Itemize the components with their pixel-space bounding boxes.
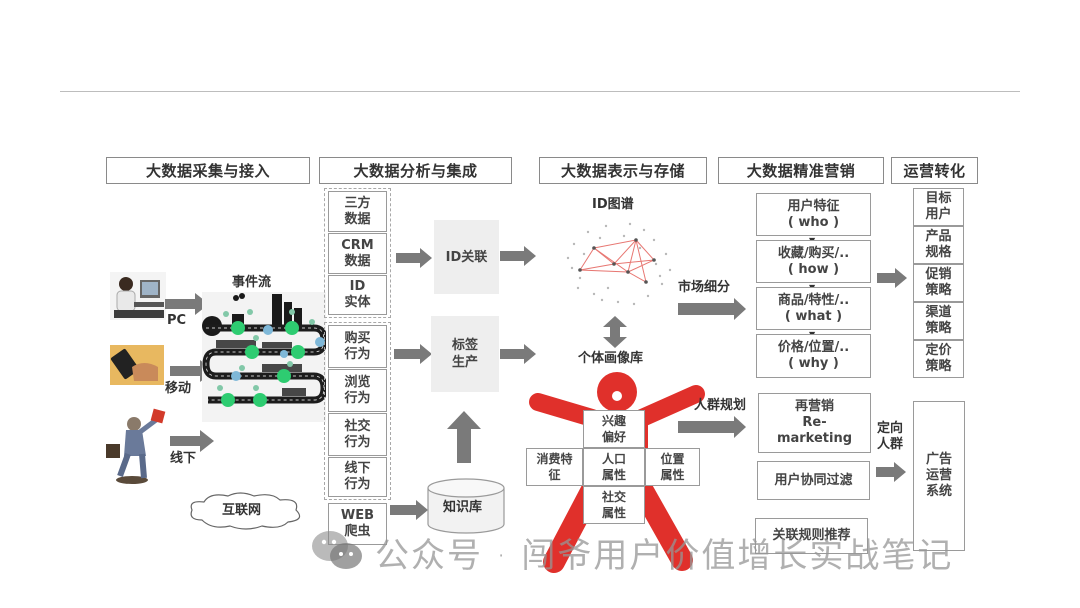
source-pc-label: PC [167, 313, 187, 328]
profile-cell-interest: 兴趣 偏好 [583, 410, 645, 448]
source-purchase: 购买 行为 [328, 325, 387, 368]
source-social: 社交 行为 [328, 413, 387, 456]
source-third-party: 三方 数据 [328, 191, 387, 232]
id-graph-network [558, 218, 678, 310]
arrow-to-id-link [396, 248, 432, 268]
segment-who: 用户特征 ( who ) [756, 193, 871, 236]
tag-production-box: 标签 生产 [431, 316, 499, 392]
header-collection: 大数据采集与接入 [106, 157, 310, 184]
segment-what: 商品/特性/.. ( what ) [756, 287, 871, 330]
profile-cell-location: 位置 属性 [645, 448, 700, 486]
internet-label: 互联网 [222, 503, 262, 518]
person-at-pc-icon [110, 272, 166, 320]
header-storage: 大数据表示与存储 [539, 157, 707, 184]
segment-why: 价格/位置/.. ( why ) [756, 334, 871, 378]
arrow-crowd-planning [678, 416, 746, 438]
arrow-knowledge-to-tag [447, 411, 481, 463]
source-offline-label: 线下 [170, 451, 197, 466]
event-stream-graphic [202, 292, 328, 422]
source-mobile-label: 移动 [165, 381, 192, 396]
id-source-group [324, 188, 391, 318]
event-stream-label: 事件流 [232, 275, 272, 290]
segment-how: 收藏/购买/.. ( how ) [756, 240, 871, 283]
targeting-label: 定向 人群 [877, 421, 904, 452]
remarketing-box: 再营销 Re- marketing [758, 393, 871, 453]
ad-system-box: 广告 运营 系统 [913, 401, 965, 551]
source-web-crawler: WEB 爬虫 [328, 503, 387, 545]
source-browse: 浏览 行为 [328, 369, 387, 412]
id-link-box: ID关联 [434, 220, 499, 294]
arrow-crawler-to-knowledge [390, 500, 428, 520]
profile-cell-consumption: 消费特 征 [526, 448, 583, 486]
arrow-offline-to-stream [170, 430, 214, 452]
wechat-icon [310, 528, 370, 572]
watermark-text: 公众号 · 闯爷用户价值增长实战笔记 [375, 536, 954, 576]
strategy-target-users: 目标 用户 [913, 188, 964, 226]
arrow-market-segment [678, 298, 746, 320]
knowledge-base-label: 知识库 [443, 500, 483, 515]
internet-cloud: 互联网 [184, 490, 308, 532]
assoc-rules-box: 关联规则推荐 [755, 518, 868, 554]
profile-db-label: 个体画像库 [578, 351, 644, 366]
mobile-phone-icon [110, 345, 164, 385]
collab-filter-box: 用户协同过滤 [757, 461, 870, 500]
bidirectional-arrow [603, 316, 627, 348]
market-segment-label: 市场细分 [678, 280, 731, 295]
arrow-id-link-to-graph [500, 246, 536, 266]
arrow-to-tag-production [394, 344, 432, 364]
strategy-promotion: 促销 策略 [913, 264, 964, 302]
arrow-tag-to-profile [500, 344, 536, 364]
header-marketing: 大数据精准营销 [718, 157, 884, 184]
top-divider [60, 91, 1020, 92]
offline-shopper-icon [104, 408, 166, 486]
source-crm: CRM 数据 [328, 233, 387, 274]
arrow-pc-to-stream [165, 293, 209, 315]
profile-cell-social: 社交 属性 [583, 486, 645, 524]
header-analysis: 大数据分析与集成 [319, 157, 512, 184]
header-conversion: 运营转化 [891, 157, 978, 184]
profile-cell-demographic: 人口 属性 [583, 448, 645, 486]
knowledge-base-db: 知识库 [426, 478, 506, 534]
strategy-product-spec: 产品 规格 [913, 226, 964, 264]
crowd-planning-label: 人群规划 [694, 398, 747, 413]
id-graph-label: ID图谱 [592, 197, 634, 212]
strategy-pricing: 定价 策略 [913, 340, 964, 378]
source-offline: 线下 行为 [328, 457, 387, 497]
arrow-to-ad-system [876, 462, 906, 482]
strategy-channel: 渠道 策略 [913, 302, 964, 340]
arrow-to-strategies [877, 268, 907, 288]
behavior-source-group [324, 322, 391, 500]
source-id-entity: ID 实体 [328, 275, 387, 315]
